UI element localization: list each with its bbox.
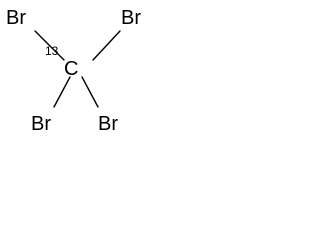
bond-lower-right [81, 76, 99, 108]
bond-upper-right [92, 30, 121, 61]
bromine-atom-lower-right: Br [98, 113, 118, 135]
bromine-atom-upper-right: Br [121, 7, 141, 29]
carbon-atom: C [64, 58, 78, 80]
isotope-mass-number: 13 [45, 44, 59, 58]
structure-diagram: Br Br Br Br 13 C [6, 7, 141, 135]
bond-lower-left [53, 76, 71, 108]
bond-upper-left [34, 30, 65, 61]
bromine-atom-upper-left: Br [6, 7, 26, 29]
bromine-atom-lower-left: Br [31, 113, 51, 135]
